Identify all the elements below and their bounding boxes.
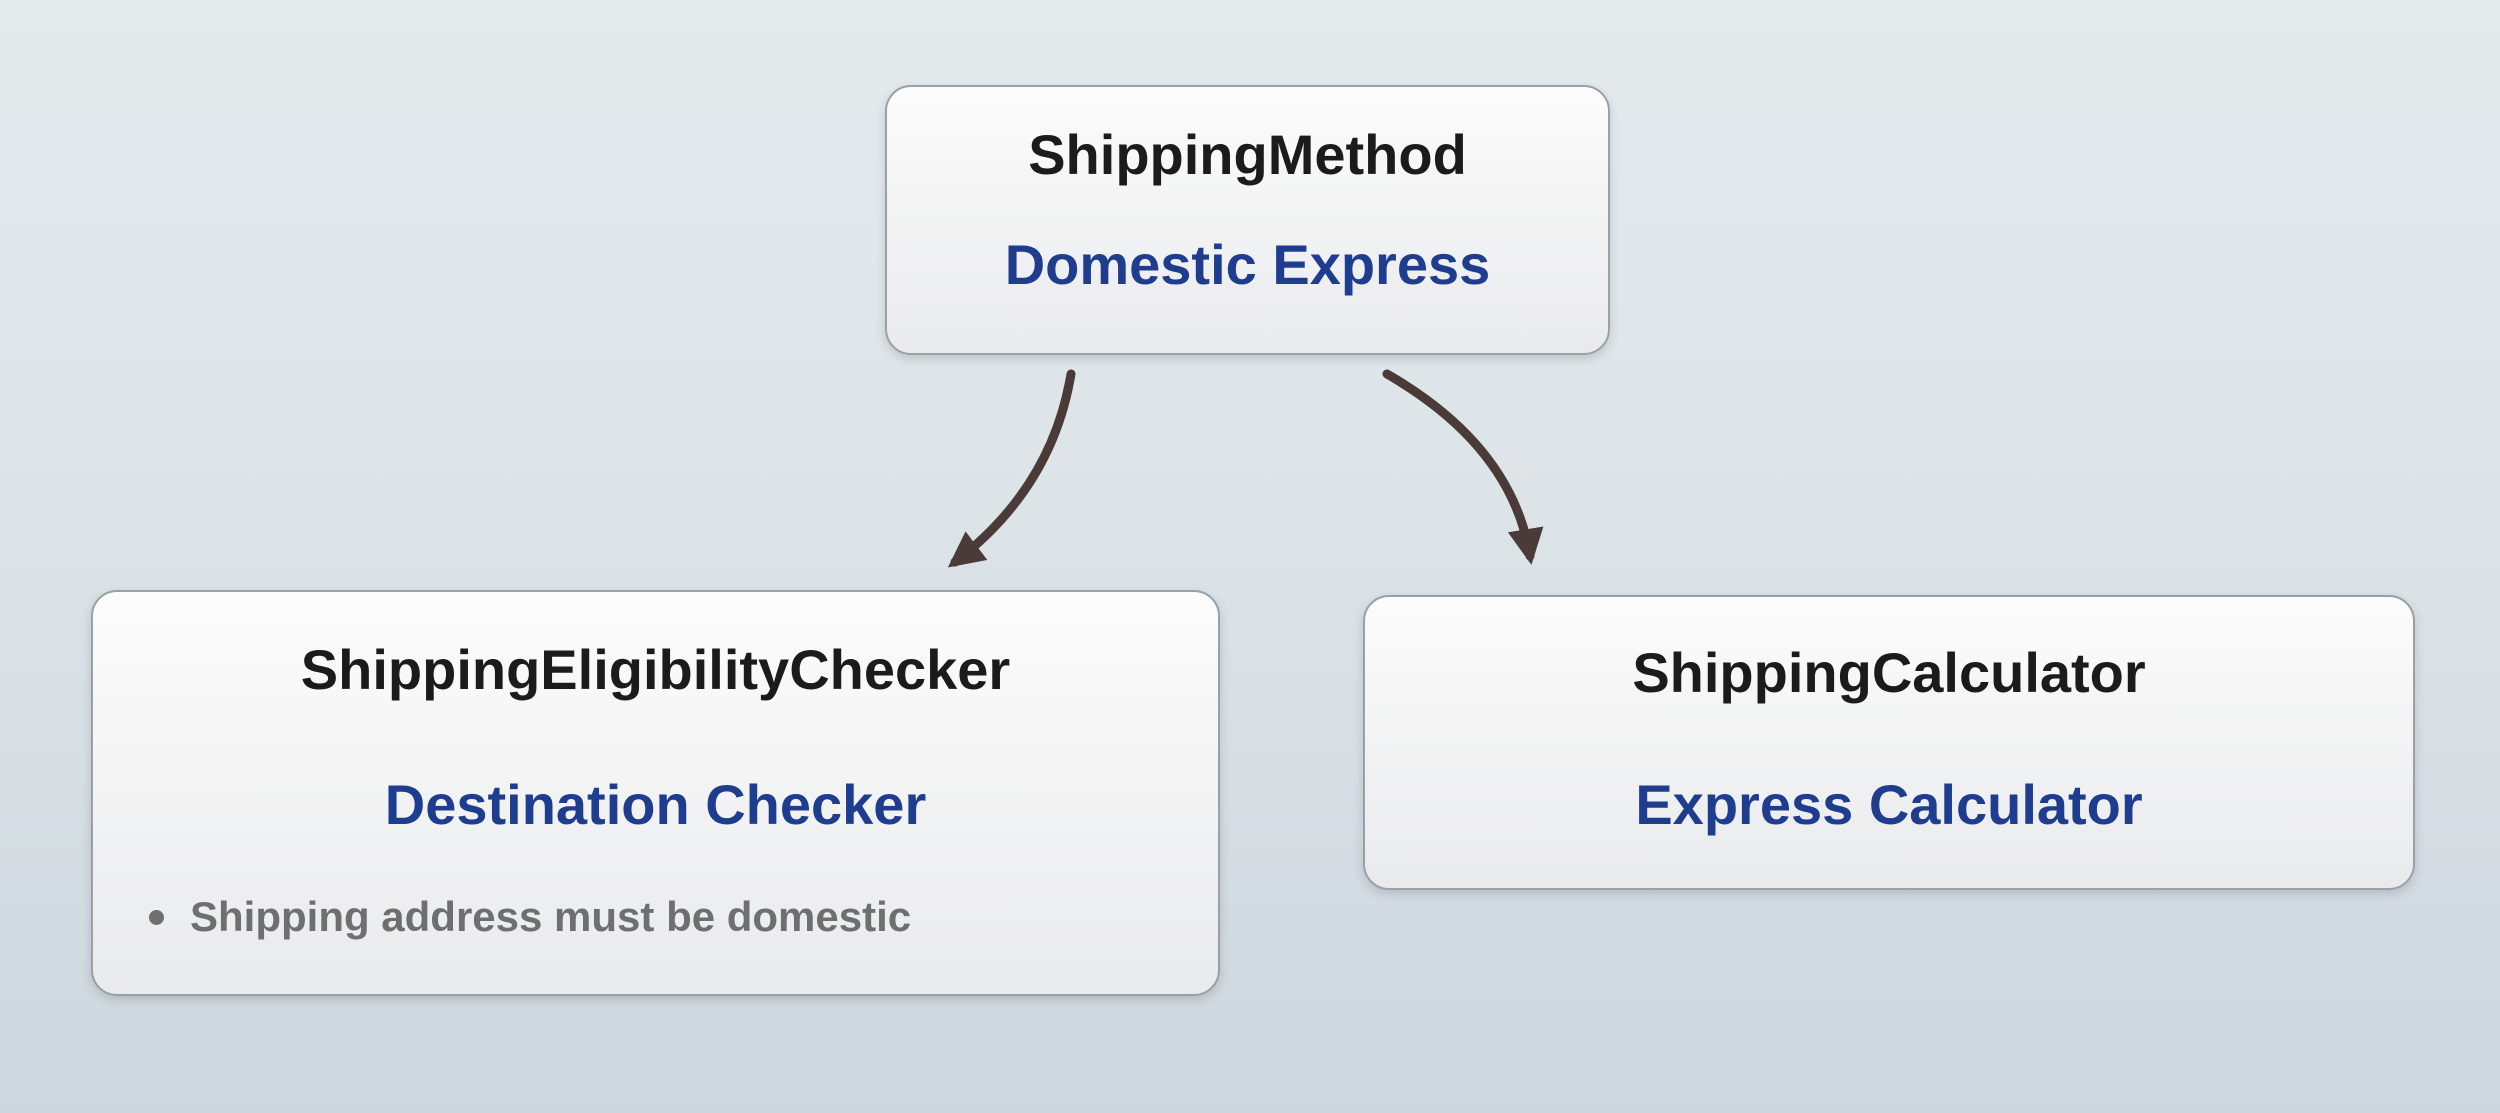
- node-shipping-calculator: ShippingCalculator Express Calculator: [1363, 595, 2415, 890]
- shipping-calculator-subtitle: Express Calculator: [1635, 773, 2143, 836]
- eligibility-checker-title: ShippingEligibilityChecker: [300, 638, 1011, 701]
- shipping-method-title: ShippingMethod: [1028, 123, 1467, 186]
- node-shipping-method: ShippingMethod Domestic Express: [885, 85, 1610, 355]
- node-shipping-eligibility-checker: ShippingEligibilityChecker Destination C…: [91, 590, 1220, 996]
- bullet-icon: [149, 909, 164, 925]
- eligibility-rule-item: Shipping address must be domestic: [93, 893, 911, 941]
- edge-method-to-checker: [947, 369, 1076, 568]
- shipping-calculator-title: ShippingCalculator: [1632, 641, 2146, 704]
- shipping-method-subtitle: Domestic Express: [1004, 233, 1491, 296]
- eligibility-rule-text: Shipping address must be domestic: [190, 893, 912, 940]
- edge-method-to-calculator: [1382, 369, 1544, 565]
- eligibility-checker-subtitle: Destination Checker: [384, 773, 927, 836]
